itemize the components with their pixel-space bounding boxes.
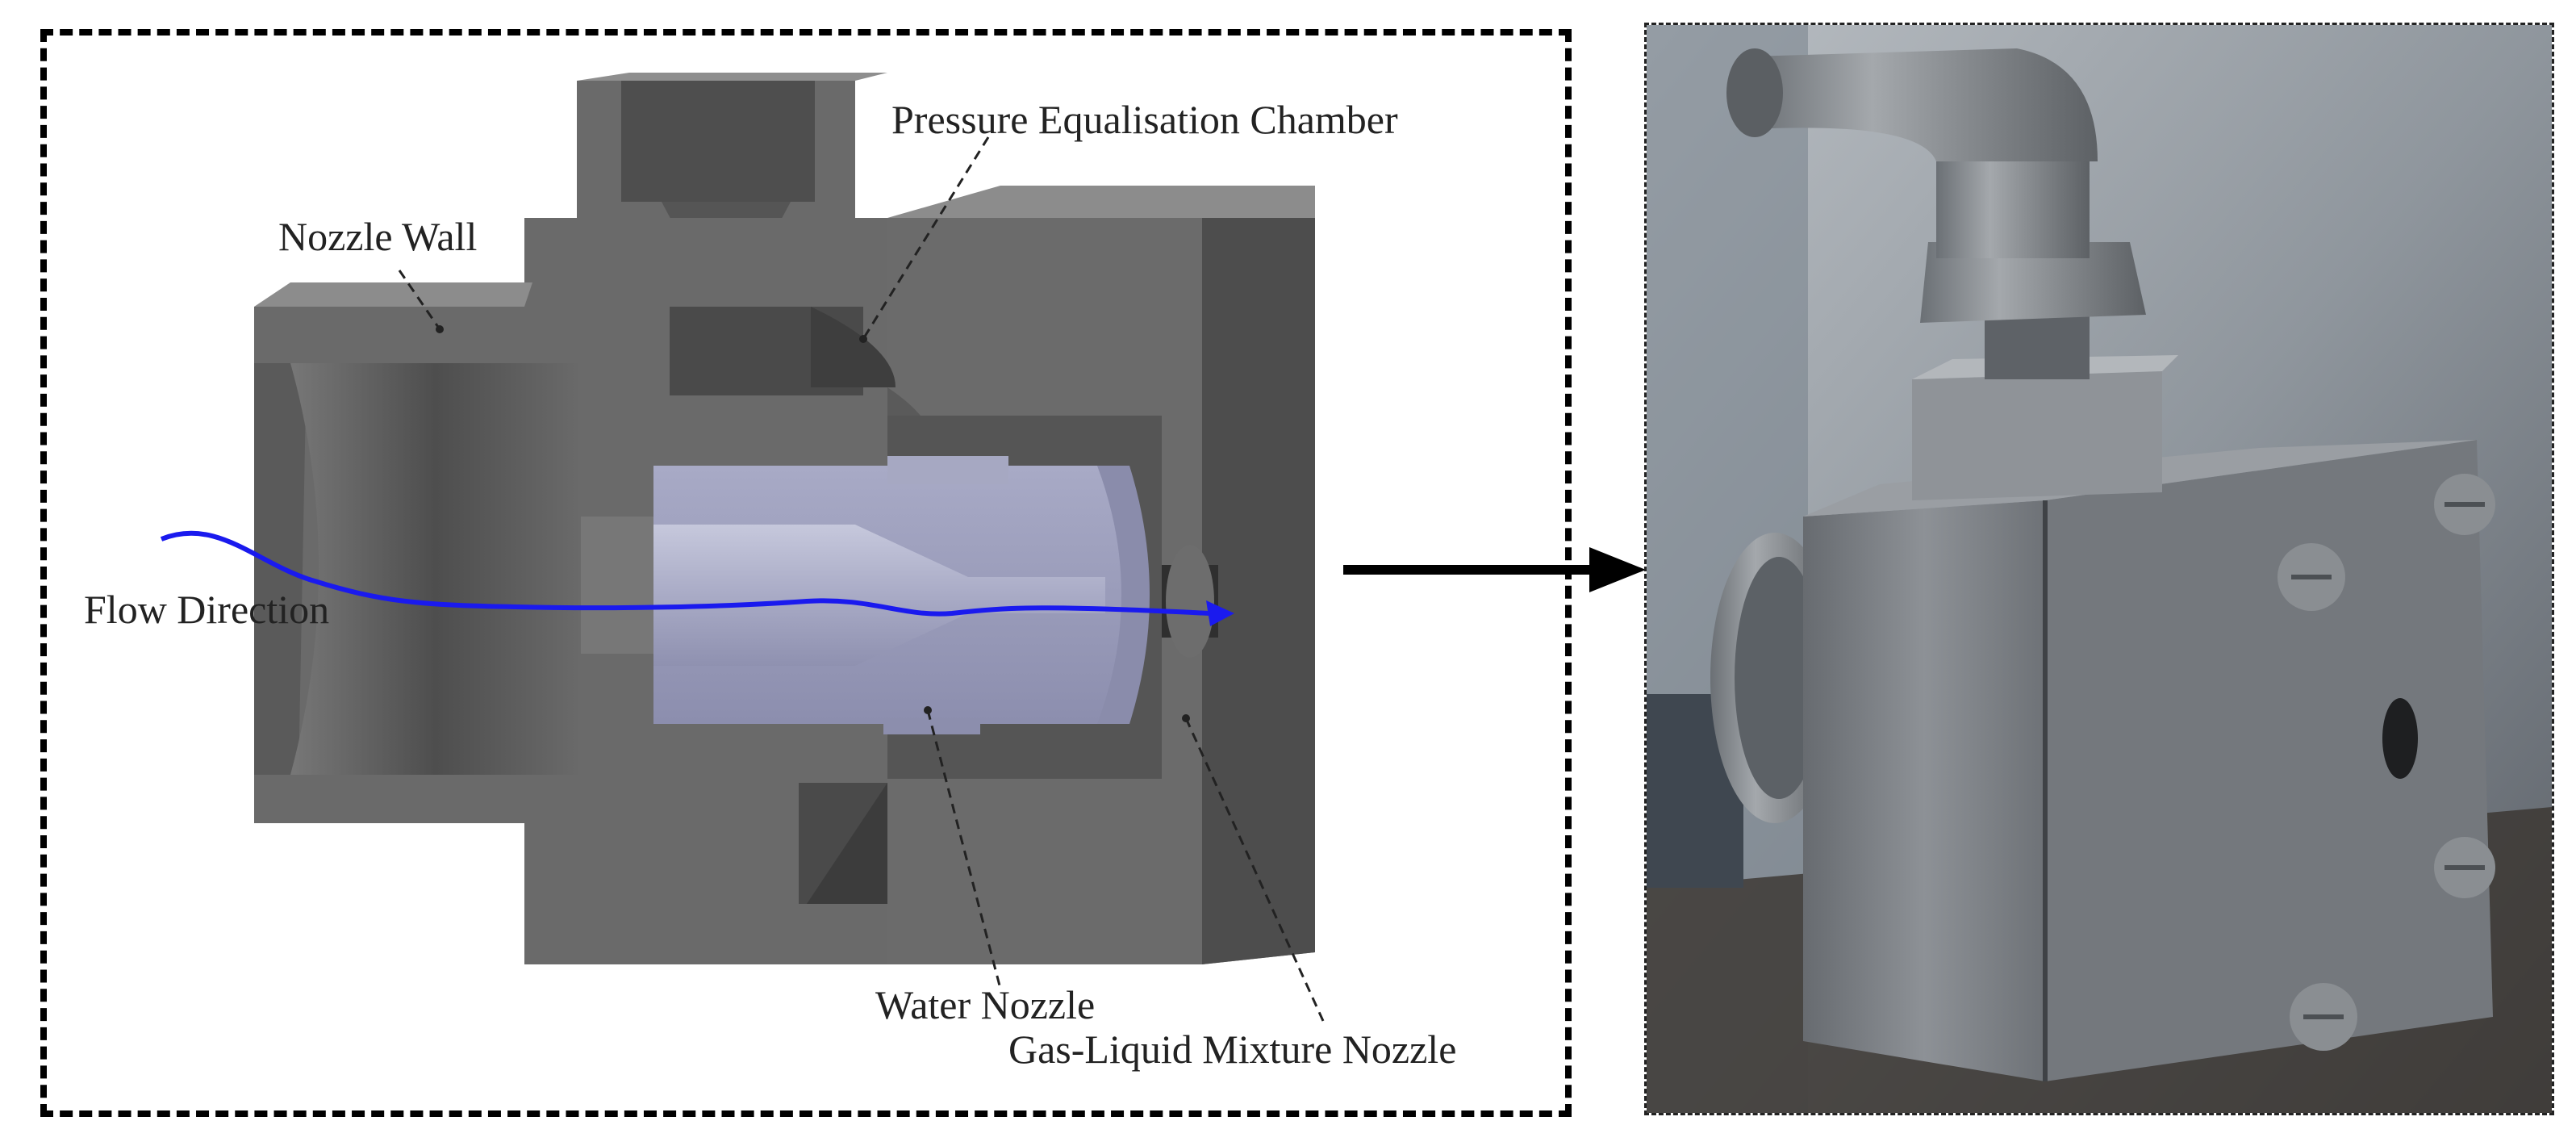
flow-direction-line (160, 530, 1211, 617)
connector-arrowhead (1589, 547, 1646, 592)
nozzle-wall (254, 218, 887, 964)
label-pressure-chamber: Pressure Equalisation Chamber (891, 97, 1398, 142)
nozzle-photo (1647, 25, 2552, 1113)
flow-arrowhead (1206, 600, 1234, 626)
label-mixture-nozzle: Gas-Liquid Mixture Nozzle (1008, 1027, 1457, 1072)
pressure-equalisation-chamber (670, 307, 936, 904)
photo-panel (1644, 23, 2554, 1115)
label-nozzle-wall: Nozzle Wall (278, 214, 478, 259)
label-flow-direction: Flow Direction (84, 587, 330, 632)
leader-pressure-chamber (862, 136, 990, 340)
leader-nozzle-wall (398, 270, 441, 330)
leader-mixture-nozzle (1184, 717, 1325, 1022)
label-water-nozzle: Water Nozzle (875, 982, 1096, 1027)
water-nozzle-insert (653, 456, 1150, 734)
